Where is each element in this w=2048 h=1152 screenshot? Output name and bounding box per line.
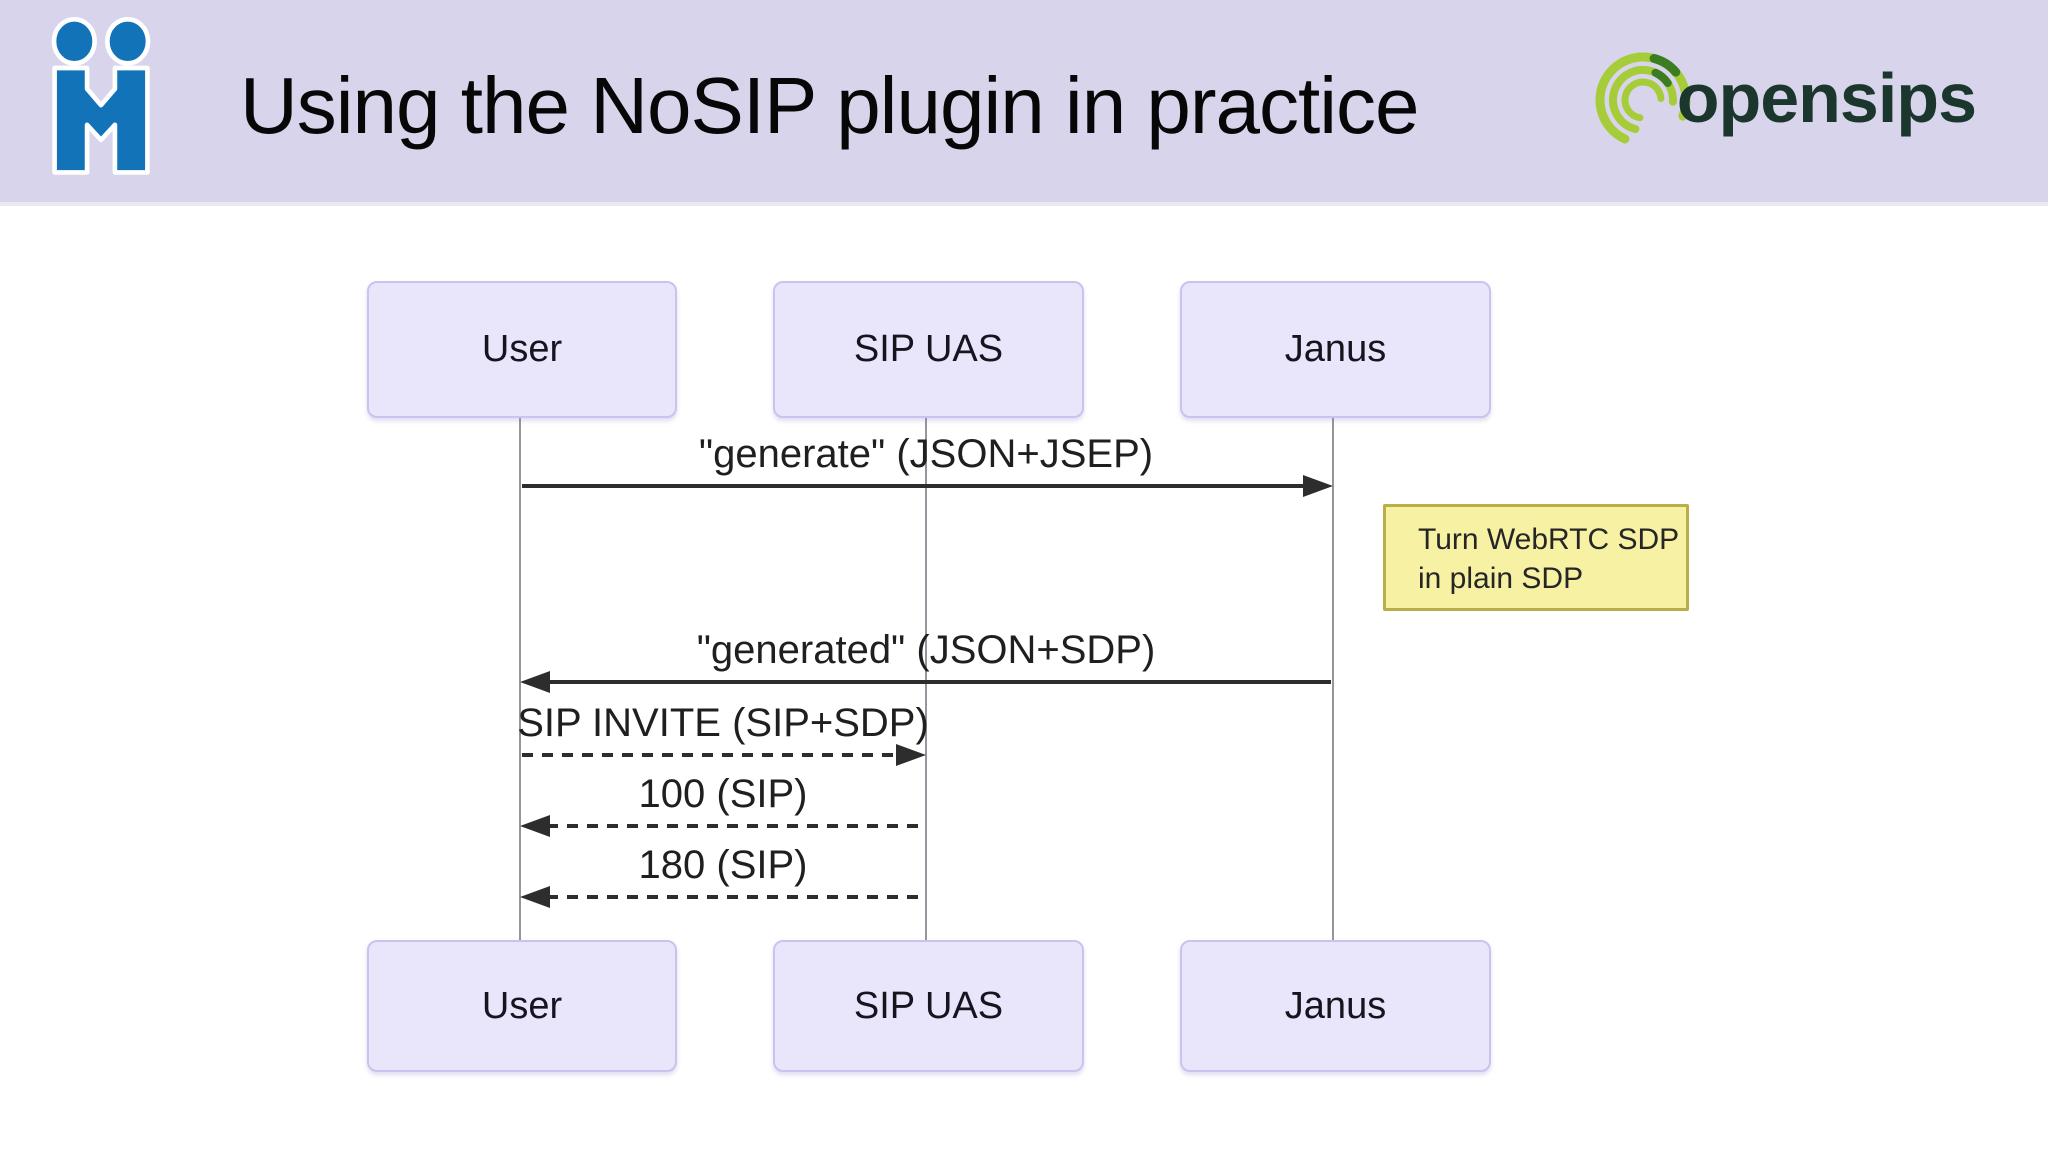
message-label-generate: "generate" (JSON+JSEP) — [698, 432, 1154, 476]
page-title: Using the NoSIP plugin in practice — [240, 61, 1420, 150]
actor-box-janus-bottom: Janus — [1180, 940, 1491, 1072]
actor-label: Janus — [1284, 328, 1387, 370]
actor-box-janus-top: Janus — [1180, 281, 1491, 418]
message-label-sip-invite: SIP INVITE (SIP+SDP) — [517, 701, 929, 745]
actor-label: Janus — [1284, 984, 1387, 1027]
actor-label: User — [481, 328, 563, 370]
actor-box-sip-uas-top: SIP UAS — [773, 281, 1084, 418]
actor-box-sip-uas-bottom: SIP UAS — [773, 940, 1084, 1072]
opensips-logo: opensips — [1591, 48, 1977, 152]
actor-box-user-top: User — [367, 281, 677, 418]
note-line: in plain SDP — [1418, 562, 1584, 595]
slide-header: Using the NoSIP plugin in practice opens… — [0, 0, 2048, 206]
actor-label: SIP UAS — [853, 328, 1004, 370]
message-label-100-sip: 100 (SIP) — [638, 772, 808, 816]
opensips-logo-text: opensips — [1676, 59, 1977, 137]
note-turn-webrtc-sdp: Turn WebRTC SDP in plain SDP — [1383, 504, 1689, 611]
actor-label: User — [481, 984, 563, 1027]
message-label-180-sip: 180 (SIP) — [638, 843, 808, 887]
actor-box-user-bottom: User — [367, 940, 677, 1072]
opensips-swirl-icon — [1595, 52, 1691, 148]
actor-label: SIP UAS — [853, 984, 1004, 1027]
note-line: Turn WebRTC SDP — [1418, 523, 1680, 556]
m-people-logo-icon — [51, 16, 151, 175]
message-label-generated: "generated" (JSON+SDP) — [696, 628, 1156, 672]
